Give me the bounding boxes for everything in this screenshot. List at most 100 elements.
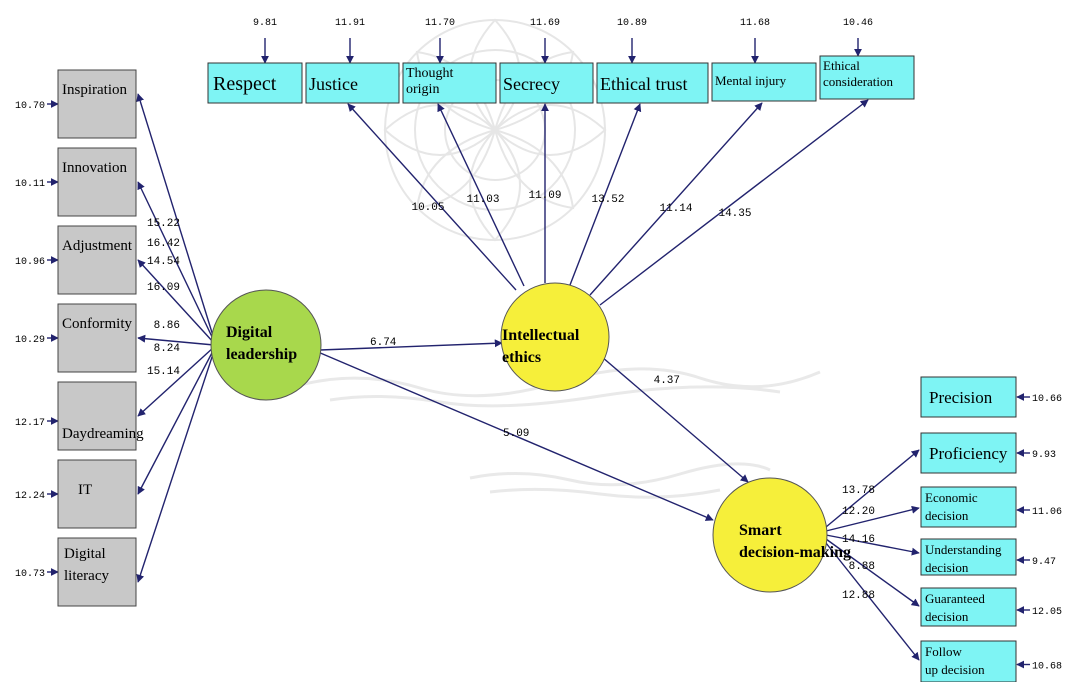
loading-guaranteed-decision: 8.88: [849, 561, 875, 573]
path-ie-to-sdm: [601, 356, 749, 483]
loading-arrow-guaranteed-decision: [825, 538, 920, 607]
path-dl-to-sdm: [317, 351, 714, 521]
error-economic-decision: 11.06: [1032, 507, 1062, 518]
indicator-follow-up-decision-box: [920, 640, 1017, 682]
loading-arrow-ethical-consideration: [599, 99, 869, 306]
loading-arrow-adjustment: [137, 259, 215, 344]
error-mental-injury: 11.68: [740, 18, 770, 29]
error-ethical-consideration: 10.46: [843, 18, 873, 29]
error-understanding-decision: 9.47: [1032, 557, 1056, 568]
loading-it: 8.24: [154, 343, 181, 355]
indicator-daydreaming-label: Daydreaming: [62, 426, 144, 442]
indicator-thought-origin-box: [402, 62, 497, 104]
error-adjustment: 10.96: [15, 257, 45, 268]
indicator-ethical-consideration-box: [819, 55, 915, 100]
indicator-proficiency-label: Proficiency: [929, 444, 1008, 463]
indicator-justice-box: [305, 62, 400, 104]
loading-arrow-justice: [347, 103, 517, 291]
loading-justice: 10.05: [411, 202, 444, 214]
loading-digital-literacy: 15.14: [147, 366, 180, 378]
path-ie-to-sdm-value: 4.37: [654, 375, 680, 387]
loading-mental-injury: 11.14: [659, 203, 692, 215]
indicator-conformity-label: Conformity: [62, 316, 132, 332]
indicator-innovation-box: [57, 147, 137, 217]
indicator-understanding-decision-box: [920, 538, 1017, 576]
indicator-proficiency-box: [920, 432, 1017, 474]
path-dl-to-ie: [319, 339, 503, 351]
indicator-justice-label: Justice: [309, 74, 358, 94]
error-inspiration: 10.70: [15, 101, 45, 112]
indicator-mental-injury-box: [711, 62, 817, 102]
loading-proficiency: 13.78: [842, 485, 875, 497]
indicator-precision-label: Precision: [929, 388, 993, 407]
indicator-economic-decision-box: [920, 486, 1017, 528]
loading-follow-up-decision: 12.88: [842, 590, 875, 602]
indicator-mental-injury-label: Mental injury: [715, 73, 787, 88]
indicator-ethical-trust-box: [596, 62, 709, 104]
indicator-inspiration-box: [57, 69, 137, 139]
loading-arrow-understanding-decision: [825, 534, 920, 556]
loading-economic-decision: 12.20: [842, 506, 875, 518]
loading-ethical-trust: 13.52: [591, 194, 624, 206]
loading-arrow-it: [137, 348, 215, 495]
loading-arrow-follow-up-decision: [825, 542, 920, 661]
error-respect: 9.81: [253, 18, 277, 29]
indicator-secrecy-label: Secrecy: [503, 74, 560, 94]
loading-daydreaming: 8.86: [154, 320, 180, 332]
indicator-respect-box: [207, 62, 303, 104]
loading-arrow-daydreaming: [137, 346, 215, 417]
indicator-ethical-trust-label: Ethical trust: [600, 74, 687, 94]
error-guaranteed-decision: 12.05: [1032, 607, 1062, 618]
indicator-it-box: [57, 459, 137, 529]
indicator-adjustment-label: Adjustment: [62, 238, 133, 254]
error-conformity: 10.29: [15, 335, 45, 346]
digital-leadership-node: [210, 289, 322, 401]
loading-thought-origin: 11.03: [466, 194, 499, 206]
indicator-precision-box: [920, 376, 1017, 418]
error-it: 12.24: [15, 491, 45, 502]
loading-arrow-mental-injury: [589, 102, 763, 296]
loading-arrow-conformity: [137, 334, 215, 346]
error-precision: 10.66: [1032, 394, 1062, 405]
smart-decision-making-node: [712, 477, 828, 593]
error-thought-origin: 11.70: [425, 18, 455, 29]
indicator-guaranteed-decision-box: [920, 587, 1017, 627]
indicator-daydreaming-box: [57, 381, 137, 451]
error-follow-up-decision: 10.68: [1032, 662, 1062, 673]
indicator-adjustment-box: [57, 225, 137, 295]
loading-arrow-inspiration: [136, 93, 215, 340]
indicator-secrecy-box: [499, 62, 594, 104]
indicator-conformity-box: [57, 303, 137, 373]
loading-arrow-ethical-trust: [569, 103, 642, 286]
loading-secrecy: 11.09: [528, 190, 561, 202]
error-daydreaming: 12.17: [15, 418, 45, 429]
error-ethical-trust: 10.89: [617, 18, 647, 29]
path-dl-to-ie-value: 6.74: [370, 337, 397, 349]
indicator-digital-literacy-box: [57, 537, 137, 607]
loading-inspiration: 15.22: [147, 218, 180, 230]
loading-arrow-economic-decision: [825, 505, 920, 532]
loading-understanding-decision: 14.16: [842, 534, 875, 546]
indicator-inspiration-label: Inspiration: [62, 82, 127, 98]
loading-arrow-innovation: [137, 181, 215, 342]
indicator-respect-label: Respect: [213, 73, 277, 95]
error-justice: 11.91: [335, 18, 365, 29]
indicator-innovation-label: Innovation: [62, 160, 127, 176]
loading-arrow-digital-literacy: [136, 350, 215, 583]
indicator-it-label: IT: [78, 482, 92, 498]
error-innovation: 10.11: [15, 179, 45, 190]
path-dl-to-sdm-value: 5.09: [503, 428, 529, 440]
loading-innovation: 16.42: [147, 238, 180, 250]
intellectual-ethics-node: [500, 282, 610, 392]
loading-arrow-proficiency: [825, 449, 920, 528]
loading-ethical-consideration: 14.35: [718, 208, 751, 220]
